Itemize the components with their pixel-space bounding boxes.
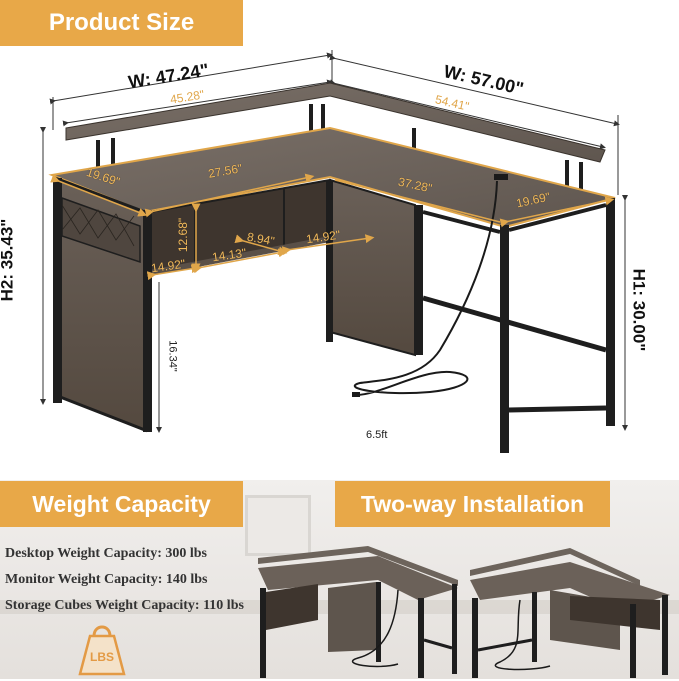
height-left-label: H2: 35.43" [0, 218, 17, 302]
desk-illustration [40, 50, 628, 453]
weight-capacity-banner: Weight Capacity [0, 481, 243, 527]
installation-banner: Two-way Installation [335, 481, 610, 527]
weight-lbs-icon: LBS [78, 620, 126, 676]
weight-capacity-title: Weight Capacity [32, 490, 211, 517]
cord-length-label: 6.5ft [366, 429, 388, 441]
background-frame [245, 495, 311, 556]
weight-lbs-label: LBS [90, 650, 114, 664]
desktop-capacity-text: Desktop Weight Capacity: 300 lbs [5, 546, 207, 561]
product-size-banner: Product Size [0, 0, 243, 46]
height-right-label: H1: 30.00" [629, 268, 649, 352]
product-size-title: Product Size [48, 9, 195, 36]
installation-desk-right [470, 548, 670, 678]
clearance-label: 16.34" [166, 340, 179, 372]
cube-height-label: 12.68" [176, 217, 191, 253]
installation-title: Two-way Installation [360, 490, 585, 517]
installation-desk-left [258, 546, 458, 678]
monitor-capacity-text: Monitor Weight Capacity: 140 lbs [5, 572, 208, 587]
storage-capacity-text: Storage Cubes Weight Capacity: 110 lbs [5, 598, 244, 613]
